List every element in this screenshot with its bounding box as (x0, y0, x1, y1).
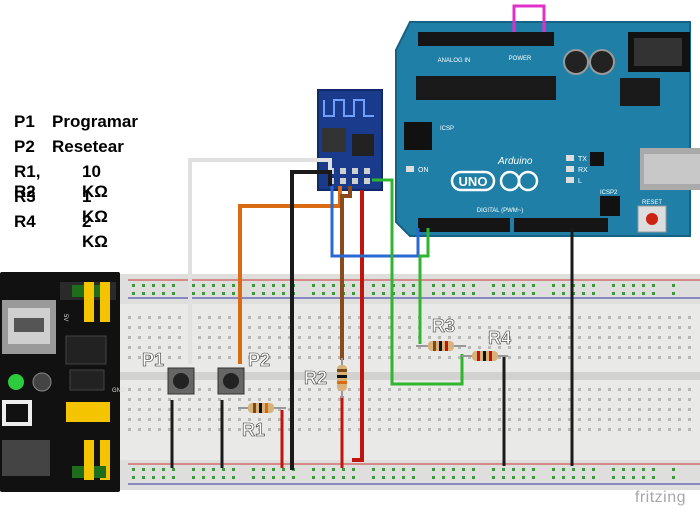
label-p2: P2 (248, 350, 270, 370)
label-r4: R4 (488, 328, 511, 348)
icsp-label: ICSP (440, 126, 454, 132)
label-r3: R3 (432, 316, 455, 336)
rx-led-label: RX (578, 167, 588, 174)
legend-key: R1, R2 (14, 162, 41, 201)
analog-header (418, 32, 492, 46)
fritzing-watermark: fritzing (634, 489, 686, 506)
pushbutton-p1[interactable] (167, 367, 195, 395)
arduino-uno-board: ANALOG IN POWER ICSP Arduino UNO TX (395, 21, 700, 237)
legend-value: Programar (52, 112, 138, 131)
pm-5v-label: 5V (62, 314, 68, 321)
power-label: POWER (509, 56, 532, 62)
reset-label: RESET (642, 200, 662, 206)
legend-key: R4 (14, 212, 36, 231)
breadboard-holes (128, 316, 691, 431)
pm-gnd-label: GND (112, 388, 126, 394)
on-led-label: ON (418, 167, 429, 174)
label-p1: P1 (142, 350, 164, 370)
wire-green-arduino (418, 228, 430, 344)
label-r2: R2 (304, 368, 327, 388)
atmega-chip (416, 76, 556, 100)
wire-red (352, 190, 364, 462)
digital-header-1 (418, 218, 510, 232)
resistor-r2 (337, 358, 347, 398)
wires (170, 158, 574, 470)
jumper-wire-magenta (512, 4, 546, 32)
arduino-model-label: UNO (459, 174, 488, 189)
pushbutton-p2[interactable] (217, 367, 245, 395)
icsp2-label: ICSP2 (600, 190, 618, 196)
resistor-r4 (462, 351, 508, 361)
legend-value: Resetear (52, 137, 124, 156)
wire-green-esp (372, 178, 464, 386)
l-led-label: L (578, 178, 582, 185)
label-r1: R1 (242, 420, 265, 440)
esp8266-module (317, 89, 383, 191)
resistor-r3 (416, 341, 466, 351)
power-header (488, 32, 554, 46)
arduino-brand-label: Arduino (497, 156, 533, 167)
digital-header-label: DIGITAL (PWM~) (477, 208, 524, 214)
wire-blue (330, 186, 420, 258)
breadboard-rail-holes (132, 284, 675, 479)
legend-value: 2 KΩ (82, 212, 108, 251)
wire-black-esp (290, 170, 332, 470)
breadboard (118, 274, 700, 490)
power-supply-module: 5V GND (0, 272, 126, 492)
icsp-header (404, 122, 432, 150)
legend-value: 1 KΩ (82, 187, 108, 226)
wire-brown (340, 186, 352, 360)
tx-led-label: TX (578, 156, 587, 163)
legend-key: P1 (14, 112, 35, 131)
legend-key: P2 (14, 137, 35, 156)
digital-header-2 (514, 218, 608, 232)
resistor-r1 (238, 403, 286, 413)
analog-in-label: ANALOG IN (438, 58, 471, 64)
legend-key: R3 (14, 187, 36, 206)
legend-value: 10 KΩ (82, 162, 108, 201)
